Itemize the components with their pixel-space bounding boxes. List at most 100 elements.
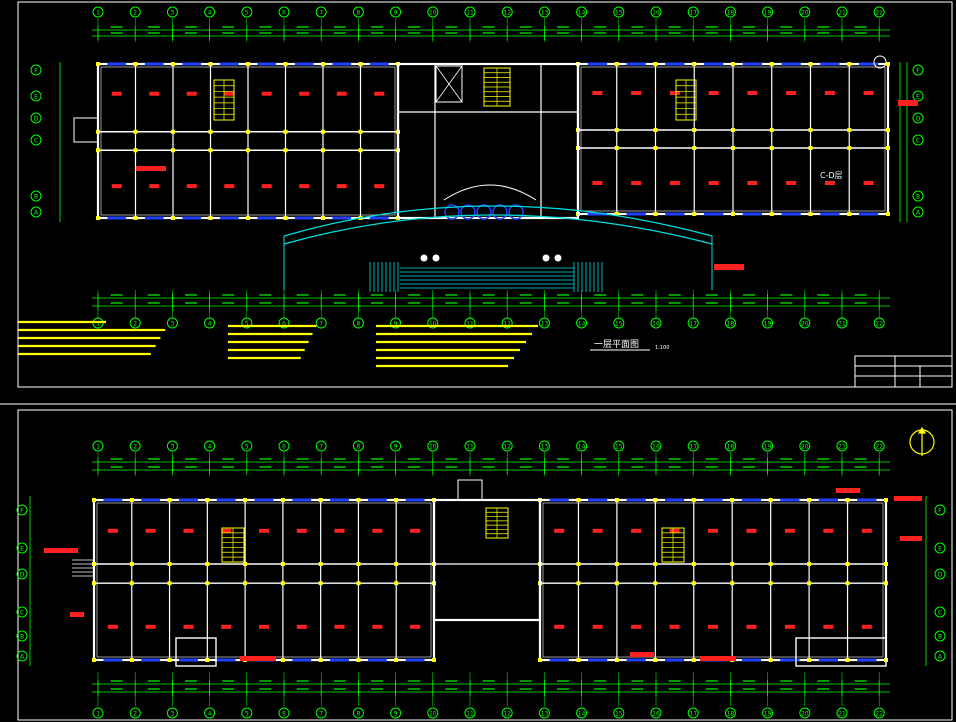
- sheet2-axis-bubble: [762, 707, 774, 719]
- sheet2-east-wing-room-label: [823, 624, 834, 629]
- sheet1-east-wing-column: [731, 62, 735, 66]
- sheet1-axis-bubble: [576, 6, 588, 18]
- sheet1-east-wing-column: [653, 62, 658, 66]
- sheet1-axis-bubble: [427, 6, 439, 18]
- sheet1-west-wing-column: [208, 129, 213, 134]
- sheet1-scale: 1:100: [655, 345, 669, 351]
- sheet1-row-label: A: [34, 209, 39, 216]
- sheet1-east-wing-column: [614, 128, 619, 132]
- sheet2-row-bubble: [934, 542, 946, 554]
- sheet2-axis-bubble: [278, 440, 290, 452]
- sheet1-east-wing-column: [614, 62, 619, 66]
- sheet1-entrance-canopy: [443, 184, 537, 201]
- sheet1-west-wing-column: [246, 216, 250, 220]
- ground-floor-plan: 1122334455667788991010111112121313141415…: [30, 6, 924, 329]
- sheet2-east-wing-column: [576, 562, 581, 566]
- sheet1-axis-bubble: [501, 6, 513, 18]
- sheet1-west-wing-window: [332, 216, 352, 220]
- sheet2-axis-label: 7: [319, 710, 323, 717]
- sheet1-east-wing-column: [653, 146, 658, 150]
- sheet2-axis-label: 1: [96, 710, 100, 717]
- sheet2-axis-bubble: [538, 440, 550, 452]
- sheet2-west-wing-column: [394, 498, 399, 502]
- sheet1-west-wing-column: [133, 148, 138, 153]
- sheet1-axis-label: 22: [875, 9, 883, 16]
- sheet2-west-wing-column: [280, 658, 285, 662]
- sheet2-axis-label: 12: [503, 710, 511, 717]
- sheet2-west-wing-column: [394, 562, 399, 566]
- sheet2-axis-bubble: [352, 440, 364, 452]
- sheet1-axis-bubble: [315, 6, 327, 18]
- sheet2-west-wing-column: [129, 658, 134, 662]
- sheet1-axis-bubble: [687, 6, 699, 18]
- sheet1-west-wing-column: [358, 148, 363, 153]
- sheet2-west-wing-inner-wall-line: [96, 502, 432, 658]
- sheet2-west-wing-column: [280, 498, 285, 502]
- sheet2-east-annex: [795, 637, 887, 667]
- sheet2-axis-bubble: [129, 707, 141, 719]
- sheet2-axis-label: 2: [133, 710, 137, 717]
- sheet2-axis-label: 2: [133, 443, 137, 450]
- sheet1-axis-label: 4: [208, 320, 212, 327]
- sheet2-axis-bubble: [724, 707, 736, 719]
- sheet2-east-wing-room-label: [708, 624, 718, 629]
- sheet1-east-wing-room-label: [747, 181, 758, 185]
- sheet2-axis-label: 22: [875, 710, 883, 717]
- sheet2-west-wing-room-label: [221, 624, 232, 629]
- sheet1-axis-label: 10: [429, 9, 437, 16]
- sheet1-west-wing-column: [283, 129, 288, 134]
- sheet1-axis-label: 17: [689, 9, 697, 16]
- sheet2-east-wing-room-label: [631, 624, 642, 629]
- sheet1-axis-label: 5: [245, 9, 249, 16]
- sheet2-east-wing-column: [807, 658, 812, 662]
- sheet1-row-bubble: [912, 64, 924, 76]
- sheet2-axis-label: 16: [652, 710, 660, 717]
- sheet2-east-wing-column: [614, 498, 619, 502]
- sheet1-west-wing-room-label: [224, 91, 235, 96]
- sheet2-east-wing-column: [768, 498, 773, 502]
- sheet1-axis-bubble: [352, 6, 364, 18]
- sheet1-east-wing-window: [781, 212, 801, 216]
- sheet1-axis-label: 6: [282, 9, 286, 16]
- sheet1-west-wing-column: [96, 216, 100, 220]
- sheet2-east-wing-column: [884, 498, 888, 502]
- sheet2-east-wing-column: [576, 581, 581, 586]
- sheet2-row-label: C: [20, 609, 24, 616]
- sheet1-entrance-column: [460, 204, 476, 220]
- sheet2-roof-hatch: [457, 479, 483, 501]
- sheet1-axis-bubble: [241, 6, 253, 18]
- sheet2-axis-label: 8: [356, 710, 360, 717]
- sheet2-east-wing-column: [730, 498, 735, 502]
- sheet1-annotation: [898, 100, 918, 106]
- sheet1-east-wing-column: [769, 62, 774, 66]
- sheet1-axis-label: 21: [838, 320, 846, 327]
- sheet1-lamp: [554, 254, 562, 262]
- sheet1-east-wing-column: [847, 62, 852, 66]
- sheet1-lamp: [420, 254, 428, 262]
- sheet1-west-wing-window: [107, 62, 127, 66]
- sheet1-row-bubble: [912, 206, 924, 218]
- sheet2-axis-bubble: [873, 440, 885, 452]
- sheet1-east-wing-column: [653, 212, 658, 216]
- sheet2-east-wing-window: [780, 658, 800, 662]
- sheet2-east-wing-window: [664, 658, 685, 662]
- sheet2-west-wing-column: [243, 581, 248, 586]
- sheet2-row-bubble: [16, 504, 28, 516]
- sheet2-axis-label: 9: [394, 443, 398, 450]
- sheet2-axis-bubble: [650, 707, 662, 719]
- sheet1-west-wing-column: [133, 216, 138, 220]
- sheet2-west-annex: [175, 637, 217, 667]
- sheet1-east-wing-window: [858, 62, 879, 66]
- sheet2-axis-bubble: [799, 440, 811, 452]
- sheet1-row-bubble: [912, 134, 924, 146]
- sheet1-title: 一层平面图: [594, 339, 639, 350]
- sheet2-axis-label: 15: [615, 443, 623, 450]
- sheet2-west-wing-window: [179, 498, 198, 502]
- sheet1-axis-bubble: [724, 6, 736, 18]
- sheet1-axis-label: 7: [319, 320, 323, 327]
- sheet1-axis-bubble: [390, 6, 402, 18]
- sheet2-row-label: F: [938, 507, 942, 514]
- design-notes: [18, 320, 538, 368]
- sheet1-west-wing-room-label: [111, 91, 122, 96]
- sheet1-axis-label: 14: [578, 9, 586, 16]
